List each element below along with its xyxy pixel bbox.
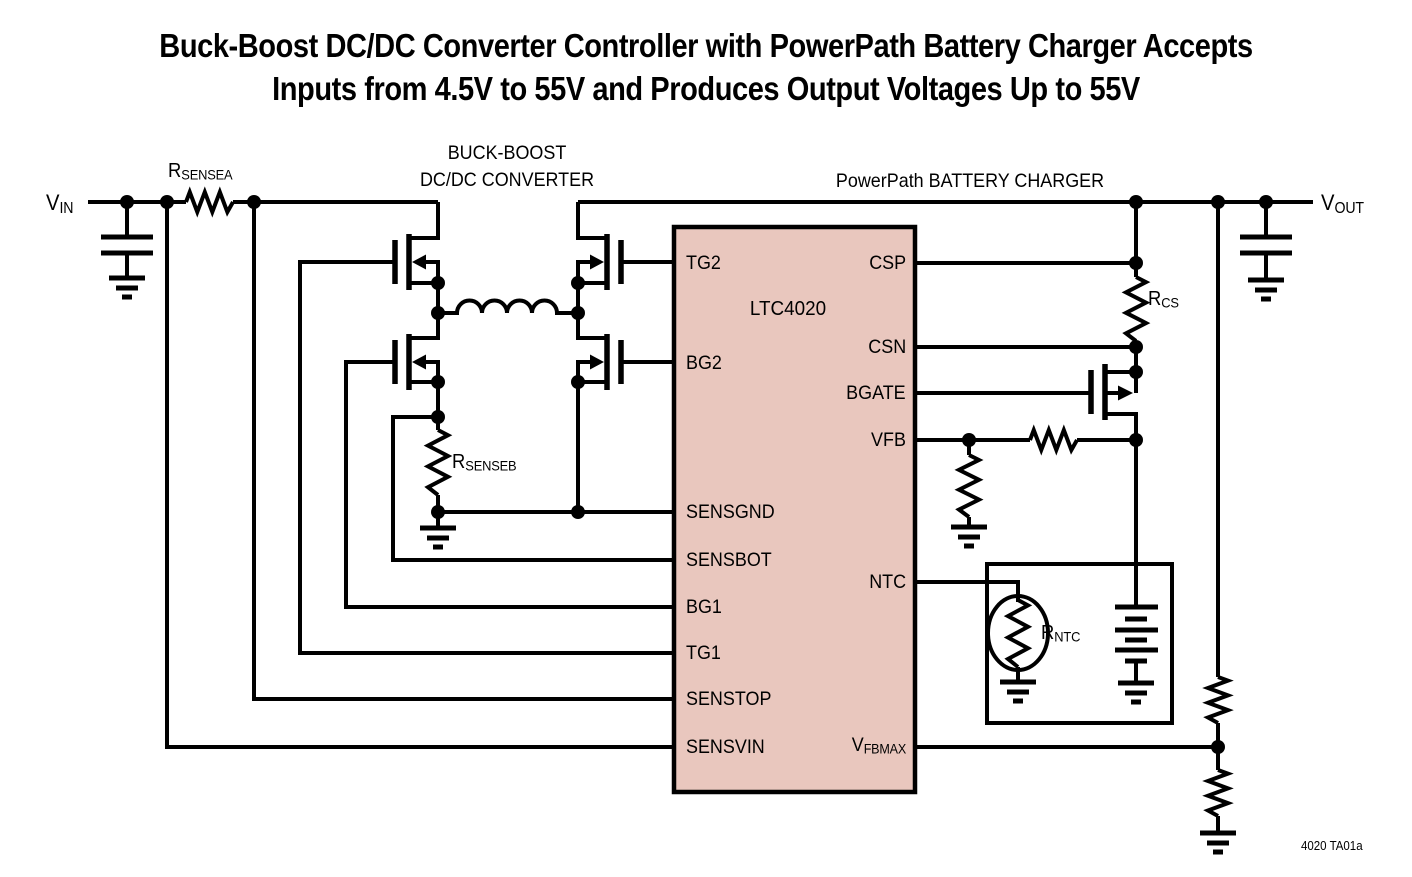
resistor-divider-bottom [1206,768,1230,818]
pin-label-bg2: BG2 [686,352,722,374]
wire-senstop [252,202,674,701]
ground-icon [420,528,456,547]
battery-icon [1115,604,1158,664]
wire-sensbot [391,415,674,562]
pin-label-senstop: SENSTOP [686,688,772,710]
page-title-line1: Buck-Boost DC/DC Converter Controller wi… [159,27,1253,64]
inductor-icon [438,298,578,315]
body-arrow-icon [590,354,604,370]
page-title-line2: Inputs from 4.5V to 55V and Produces Out… [272,70,1140,107]
resistor-divider-top [1206,675,1230,725]
resistor-rsensea [184,190,235,214]
mosfet-buck-bottom [392,334,426,390]
mosfets [392,234,1133,420]
pin-label-tg1: TG1 [686,642,721,664]
pin-label-tg2: TG2 [686,252,721,274]
ic-body [671,224,918,795]
wire-bg1 [344,360,674,609]
net-label-vout: VOUT [1321,190,1364,217]
wire-vfb [915,438,1136,527]
ground-icon [1248,280,1284,299]
pin-label-ntc: NTC [869,571,906,593]
mosfet-boost-bottom [590,334,624,390]
net-label-vin: VIN [46,190,74,217]
ic-part-number: LTC4020 [749,297,827,320]
mosfet-boost-top [590,234,624,290]
ground-icon [1000,682,1036,701]
pin-label-csp: CSP [869,252,906,274]
battery-box [985,562,1174,725]
resistor-vfb-shunt [959,455,979,517]
body-arrow-icon [412,254,426,270]
section-label-converter: BUCK-BOOST DC/DC CONVERTER [419,142,595,191]
ground-icon [1118,683,1154,702]
figure-id: 4020 TA01a [1301,839,1363,853]
ground-icon [1200,833,1236,852]
pin-label-csn: CSN [868,336,906,358]
component-label-rsenseb: RSENSEB [452,451,517,474]
section-label-charger: PowerPath BATTERY CHARGER [835,170,1105,192]
body-arrow-icon [1118,385,1133,401]
wire-tg1 [298,260,674,655]
pin-label-vfbmax: VFBMAX [851,734,906,757]
wire-sensvin [165,202,674,749]
body-arrow-icon [412,354,426,370]
page-title: Buck-Boost DC/DC Converter Controller wi… [85,24,1328,110]
component-label-rcs: RCS [1148,288,1179,311]
capacitor-vin [101,234,153,256]
ground-icon [951,527,987,546]
resistor-vfb-series [1028,428,1079,452]
mosfet-bgate [1088,364,1133,420]
mosfet-buck-top [392,234,426,290]
capacitor-vout [1240,234,1292,256]
pin-label-sensvin: SENSVIN [686,736,765,758]
component-label-rsensea: RSENSEA [168,160,233,183]
pin-label-bg1: BG1 [686,596,722,618]
body-arrow-icon [590,254,604,270]
wires [88,200,1313,833]
resistor-rsenseb [428,430,448,495]
pin-label-sensbot: SENSBOT [686,549,772,571]
component-label-rntc: RNTC [1041,622,1081,645]
resistor-rcs [1126,277,1146,341]
ground-icon [109,278,145,297]
pin-label-bgate: BGATE [846,382,906,404]
pin-label-sensgnd: SENSGND [686,501,775,523]
pin-label-vfb: VFB [871,429,906,451]
junction-dots [120,195,1273,754]
